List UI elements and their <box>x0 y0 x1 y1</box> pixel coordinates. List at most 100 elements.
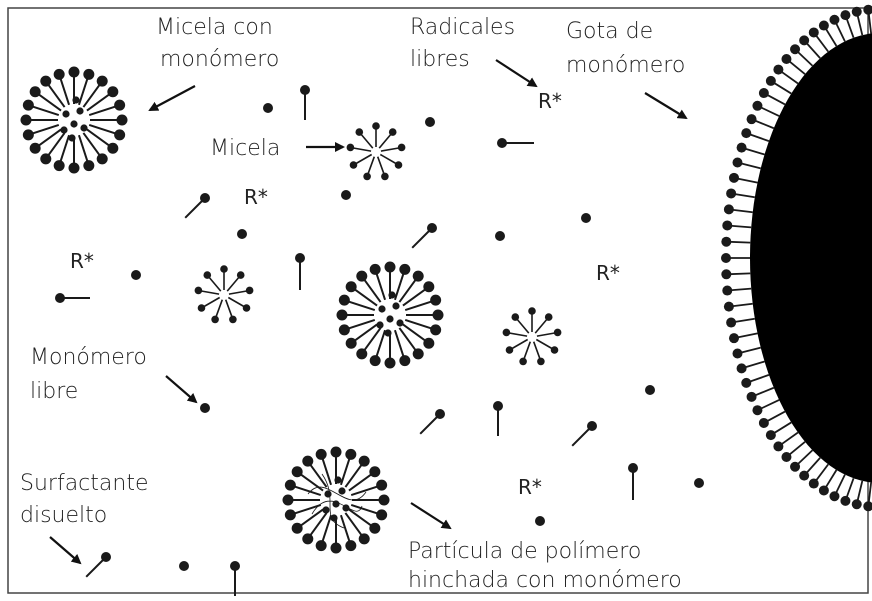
surfactant-head <box>370 355 381 366</box>
particle-layer <box>21 4 872 596</box>
label-free-radicals-line1: Radicales <box>410 15 515 40</box>
monomer-molecule <box>322 506 329 513</box>
surfactant-head <box>423 281 434 292</box>
empty-micelle <box>347 122 406 180</box>
surfactant-head <box>355 128 363 136</box>
surfactant-head <box>729 333 739 343</box>
free-monomer-molecule <box>263 103 273 113</box>
surfactant-head <box>195 287 203 295</box>
surfactant-head <box>423 338 434 349</box>
surfactant-head <box>376 509 387 520</box>
surfactant-head <box>741 128 751 138</box>
free-monomer-molecule <box>237 229 247 239</box>
free-monomer-molecule <box>341 190 351 200</box>
surfactant-head <box>346 281 357 292</box>
surfactant-head <box>363 173 371 181</box>
surfactant-head <box>376 480 387 491</box>
surfactant-head <box>503 329 511 337</box>
surfactant-head <box>369 466 380 477</box>
surfactant-head <box>790 462 800 472</box>
monomer-molecule <box>62 110 69 117</box>
monomer-molecule <box>376 321 383 328</box>
surfactant-head <box>40 153 51 164</box>
surfactant-head <box>203 271 211 279</box>
surfactant-head <box>726 318 736 328</box>
surfactant-head <box>752 405 762 415</box>
arrow-free-monomer <box>166 376 196 402</box>
surfactant-head <box>339 324 350 335</box>
surfactant-head <box>863 501 872 511</box>
surfactant-head <box>220 265 228 273</box>
monomer-molecule <box>338 487 345 494</box>
monomer-molecule <box>68 134 75 141</box>
surfactant-head <box>211 316 219 324</box>
surfactant-head <box>370 264 381 275</box>
monomer-molecule <box>70 120 77 127</box>
surfactant-head <box>809 479 819 489</box>
label-free-monomer-line1: Monómero <box>30 345 147 370</box>
surfactant-head <box>519 358 527 366</box>
surfactant-head <box>246 287 254 295</box>
surfactant-head <box>840 10 850 20</box>
surfactant-head <box>347 144 355 152</box>
surfactant-head <box>759 418 769 428</box>
monomer-droplet <box>750 33 872 483</box>
surfactant-head <box>722 286 732 296</box>
dissolved-surfactant-molecule <box>230 561 240 596</box>
label-micelle: Micela <box>210 136 280 161</box>
surfactant-head <box>285 480 296 491</box>
surfactant-head <box>819 21 829 31</box>
surfactant-head <box>295 253 305 263</box>
surfactant-head <box>359 456 370 467</box>
monomer-molecule <box>80 124 87 131</box>
dissolved-surfactant-molecule <box>412 223 437 248</box>
surfactant-head <box>30 86 41 97</box>
surfactant-head <box>69 67 80 78</box>
surfactant-head <box>23 100 34 111</box>
surfactant-head <box>114 129 125 140</box>
monomer-molecule <box>392 302 399 309</box>
dissolved-surfactant-molecule <box>185 193 210 218</box>
surfactant-head <box>316 449 327 460</box>
surfactant-head <box>285 509 296 520</box>
surfactant-head <box>852 7 862 17</box>
surfactant-head <box>726 188 736 198</box>
surfactant-head <box>737 143 747 153</box>
surfactant-head <box>107 86 118 97</box>
surfactant-head <box>554 329 562 337</box>
free-monomer-molecule <box>200 403 210 413</box>
surfactant-head <box>773 441 783 451</box>
surfactant-head <box>359 533 370 544</box>
surfactant-head <box>292 466 303 477</box>
surfactant-head <box>114 100 125 111</box>
surfactant-head <box>300 85 310 95</box>
surfactant-head <box>724 204 734 214</box>
monomer-molecule <box>76 107 83 114</box>
surfactant-head <box>30 143 41 154</box>
monomer-molecule <box>324 490 331 497</box>
surfactant-head <box>292 523 303 534</box>
surfactant-head <box>337 310 348 321</box>
surfactant-head <box>766 76 776 86</box>
surfactant-head <box>551 346 559 354</box>
surfactant-head <box>737 363 747 373</box>
surfactant-head <box>829 491 839 501</box>
surfactant-head <box>385 358 396 369</box>
surfactant-head <box>724 302 734 312</box>
free-monomer-molecule <box>425 117 435 127</box>
surfactant-head <box>721 253 731 263</box>
surfactant-head <box>379 495 390 506</box>
surfactant-head <box>528 307 536 315</box>
monomer-molecule <box>60 126 67 133</box>
arrow-monomer-drop <box>645 93 686 118</box>
label-free-monomer-line2: libre <box>30 379 78 404</box>
surfactant-head <box>398 144 406 152</box>
free-monomer-molecule <box>694 478 704 488</box>
surfactant-head <box>506 346 514 354</box>
surfactant-head <box>863 5 872 15</box>
micelle-with-monomer <box>21 67 128 174</box>
surfactant-head <box>773 65 783 75</box>
surfactant-head <box>497 138 507 148</box>
surfactant-head <box>741 378 751 388</box>
